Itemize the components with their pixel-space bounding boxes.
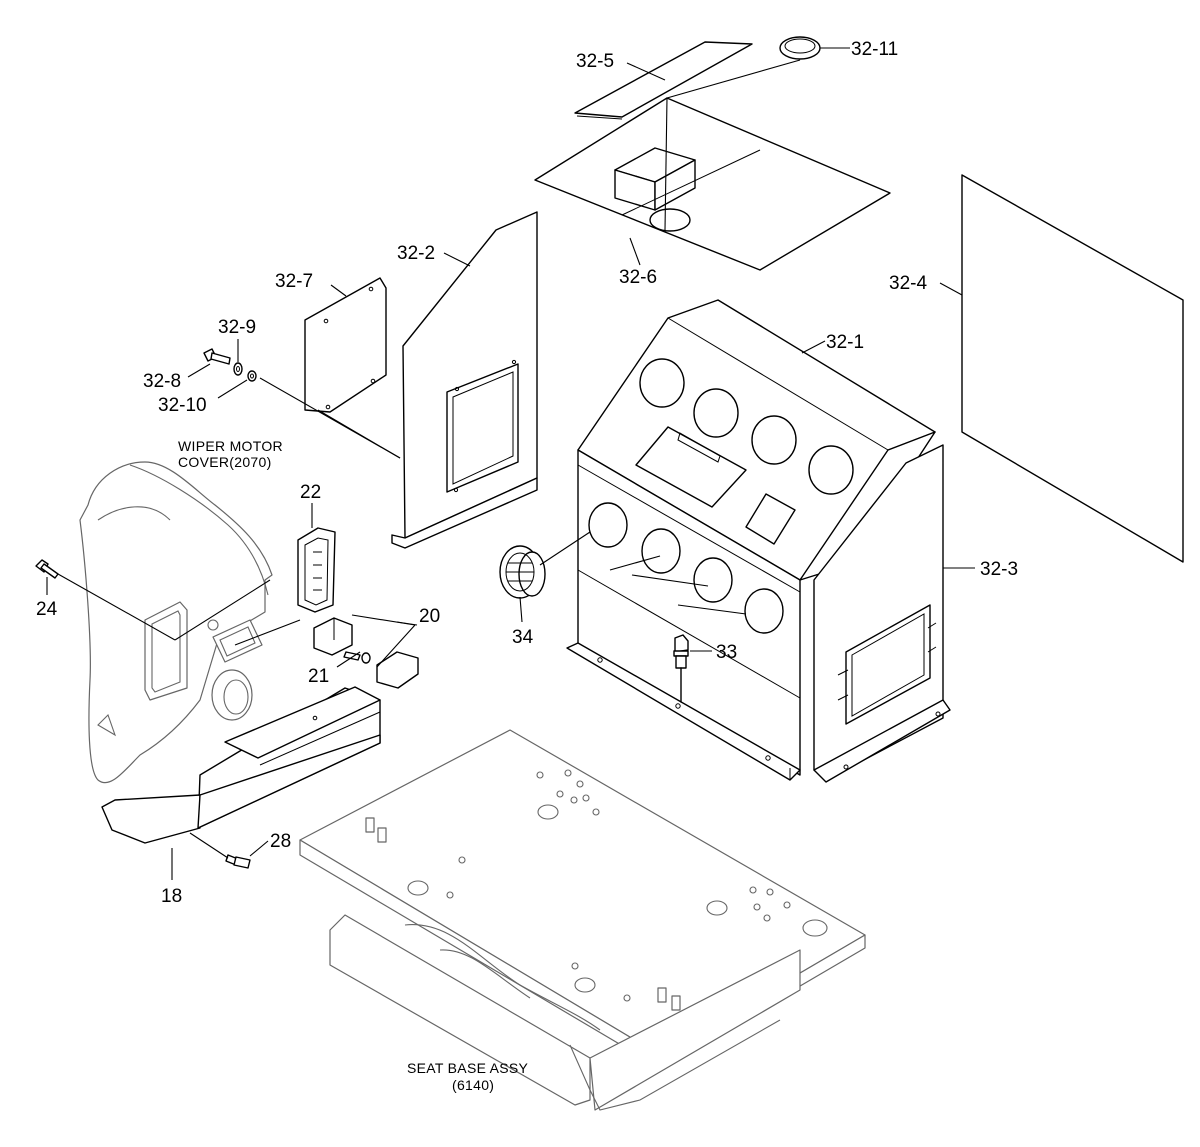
- callout-33: 33: [716, 642, 737, 663]
- callout-32-9: 32-9: [218, 317, 256, 338]
- note-wiper-motor-cover-line2: COVER(2070): [178, 454, 272, 470]
- callout-22: 22: [300, 482, 321, 503]
- part-20-duct-adapter: [313, 617, 353, 656]
- reference-notes: WIPER MOTOR COVER(2070) SEAT BASE ASSY (…: [178, 438, 529, 1093]
- callout-32-2: 32-2: [397, 243, 435, 264]
- note-seat-base-assy-line2: (6140): [452, 1077, 494, 1093]
- callout-24: 24: [36, 599, 58, 620]
- callout-20: 20: [419, 606, 440, 627]
- callout-32-1: 32-1: [826, 332, 864, 353]
- part-28-screw: [225, 854, 251, 869]
- part-32-10-washer: [247, 370, 257, 382]
- callout-32-5: 32-5: [576, 51, 614, 72]
- callout-18: 18: [161, 886, 182, 907]
- leader-lines: [46, 47, 975, 880]
- part-32-2-side-panel: [391, 211, 538, 549]
- part-20-cap: [376, 651, 419, 689]
- note-wiper-motor-cover-line1: WIPER MOTOR: [178, 438, 283, 454]
- callout-32-10: 32-10: [158, 395, 207, 416]
- part-22-switch: [297, 527, 336, 613]
- part-32-3-end-panel: [813, 444, 951, 783]
- seat-base-reference: [299, 729, 866, 1111]
- part-18-lower-cover: [101, 686, 381, 844]
- part-32-4-side-panel: [961, 174, 1184, 563]
- wiper-motor-cover-reference: [79, 461, 273, 784]
- callout-32-3: 32-3: [980, 559, 1018, 580]
- callout-28: 28: [270, 831, 291, 852]
- part-33-stud-bolt: [673, 634, 689, 703]
- callout-32-7: 32-7: [275, 271, 313, 292]
- part-32-7-cover-plate: [304, 277, 387, 413]
- part-21-screw: [343, 651, 371, 664]
- callout-labels: 32-5 32-11 32-6 32-2 32-7 32-9 32-8 32-1…: [36, 39, 1018, 907]
- part-32-6-top-panel: [534, 97, 891, 271]
- part-32-1-console-housing: [566, 299, 936, 781]
- callout-32-4: 32-4: [889, 273, 927, 294]
- part-34-air-vent: [499, 545, 546, 599]
- part-32-11-grommet: [779, 36, 821, 60]
- part-32-9-washer: [233, 362, 243, 376]
- callout-32-6: 32-6: [619, 267, 657, 288]
- part-24-bolt: [35, 559, 59, 579]
- callout-34: 34: [512, 627, 534, 648]
- callout-32-8: 32-8: [143, 371, 181, 392]
- callout-32-11: 32-11: [851, 39, 898, 60]
- note-seat-base-assy-line1: SEAT BASE ASSY: [407, 1060, 529, 1076]
- callout-21: 21: [308, 666, 329, 687]
- part-32-8-bolt: [203, 348, 231, 365]
